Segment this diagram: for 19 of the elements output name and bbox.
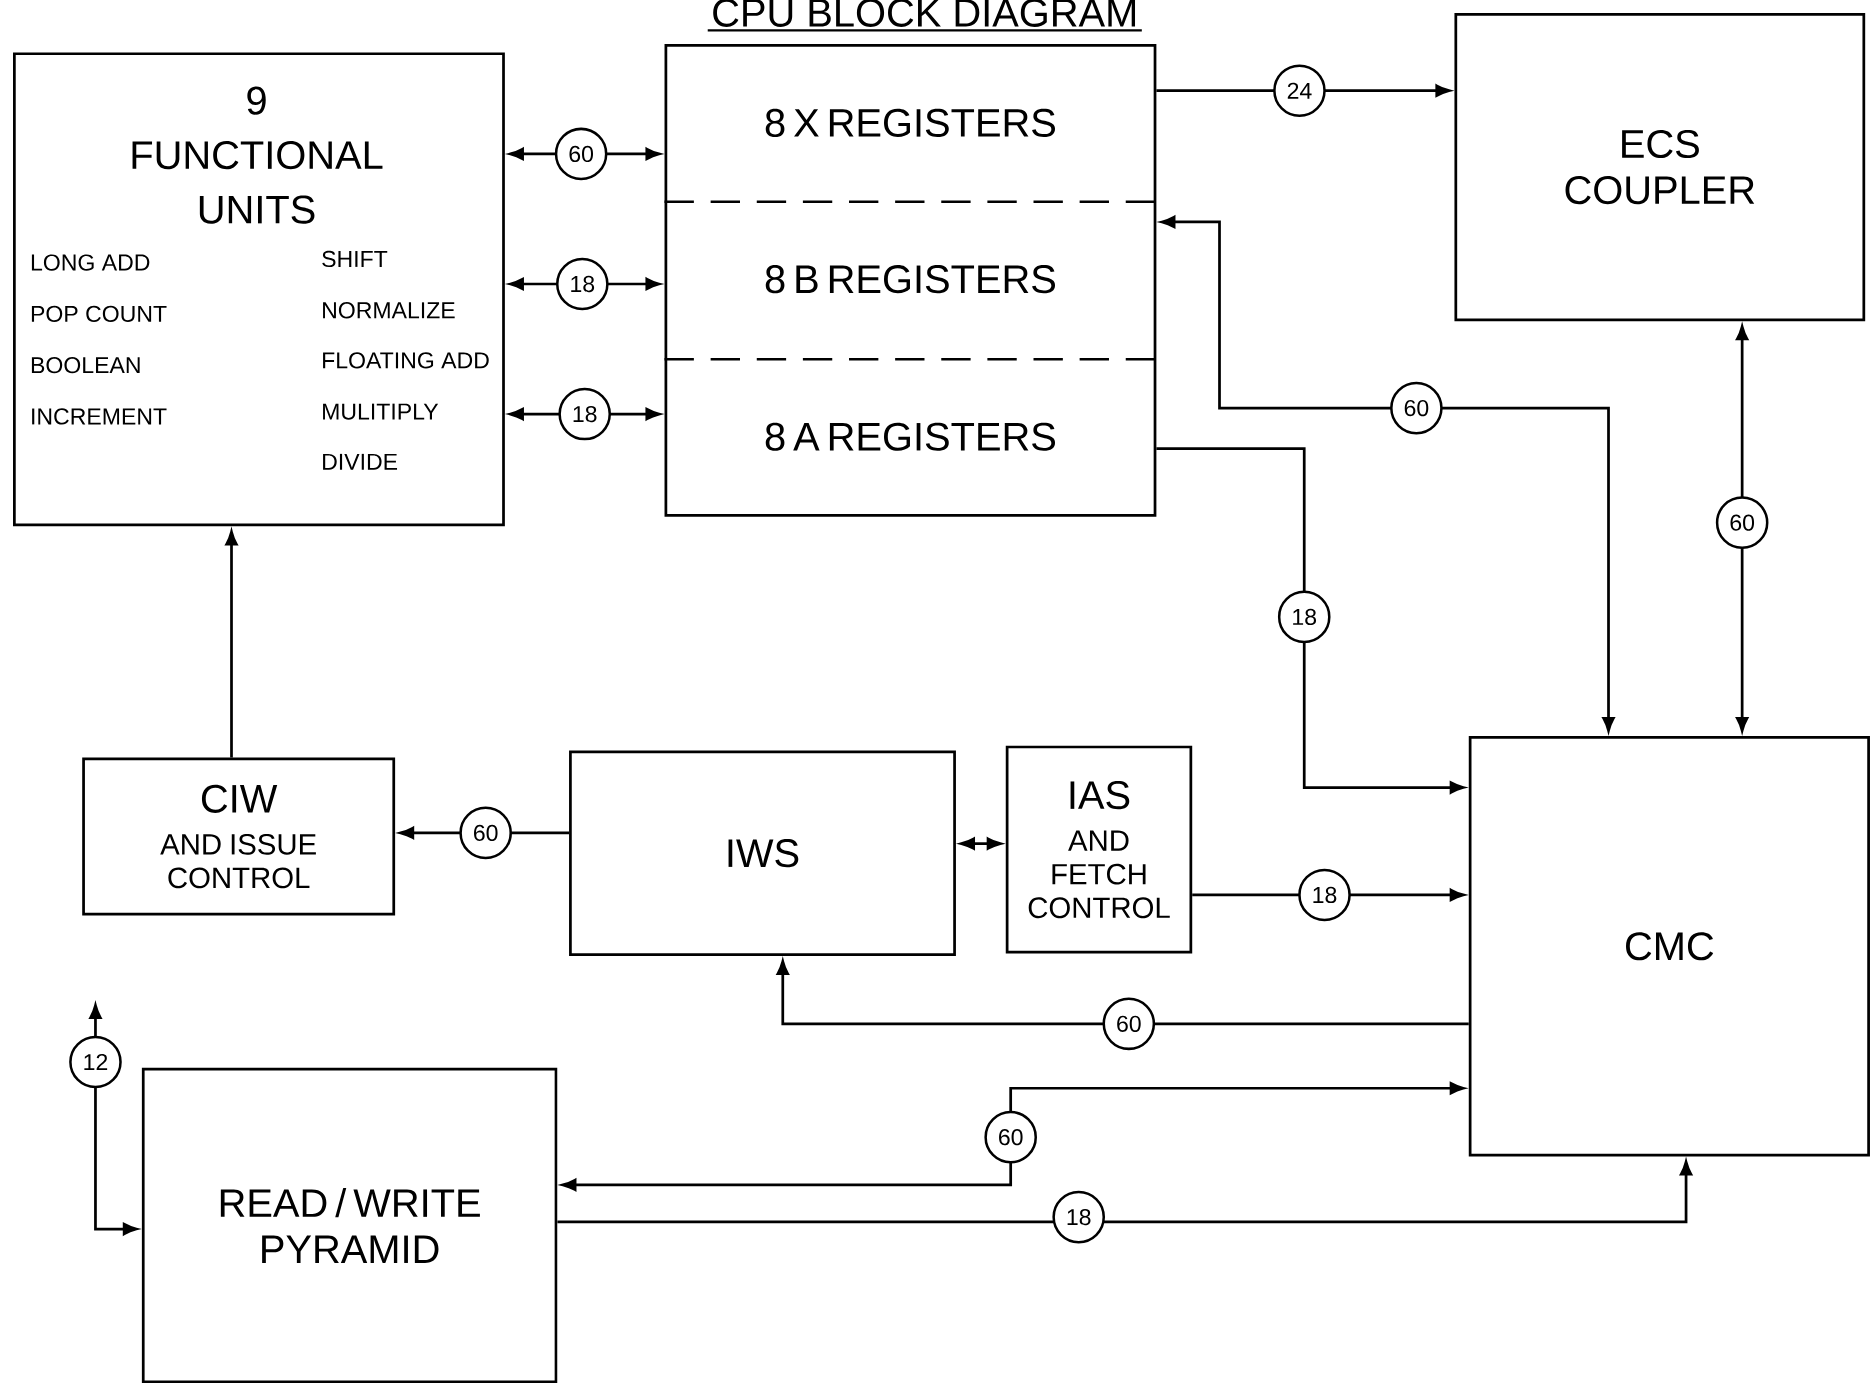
- functional-units-box: 9 FUNCTIONAL UNITS LONG ADD POP COUNT BOOLEAN INCREMENT SHIFT NORMALIZE FLOATING ADD MULITIPLY DIVIDE: [13, 52, 505, 527]
- bus-width-label: 18: [1052, 1190, 1105, 1244]
- bus-width-label: 60: [459, 806, 512, 860]
- bus-width-label: 18: [558, 387, 611, 441]
- bus-width-label: 60: [1715, 496, 1769, 549]
- block-box: CMC: [1468, 736, 1870, 1157]
- block-box: IAS AND FETCH CONTROL: [1005, 745, 1193, 954]
- register-file-box: [664, 43, 1157, 517]
- bus-width-label: 60: [554, 127, 608, 181]
- register-label: 8 X REGISTERS: [765, 108, 1055, 137]
- block-box: IWS: [569, 750, 956, 956]
- block-box: ECS COUPLER: [1454, 12, 1866, 322]
- bus-width-label: 18: [1298, 868, 1351, 922]
- block-box: READ / WRITE PYRAMID: [141, 1067, 558, 1384]
- block-box: CIW AND ISSUE CONTROL: [82, 757, 396, 916]
- register-label: 8 A REGISTERS: [765, 422, 1055, 451]
- register-label: 8 B REGISTERS: [765, 265, 1055, 294]
- bus-width-label: 24: [1273, 64, 1326, 117]
- bus-width-label: 18: [556, 257, 609, 311]
